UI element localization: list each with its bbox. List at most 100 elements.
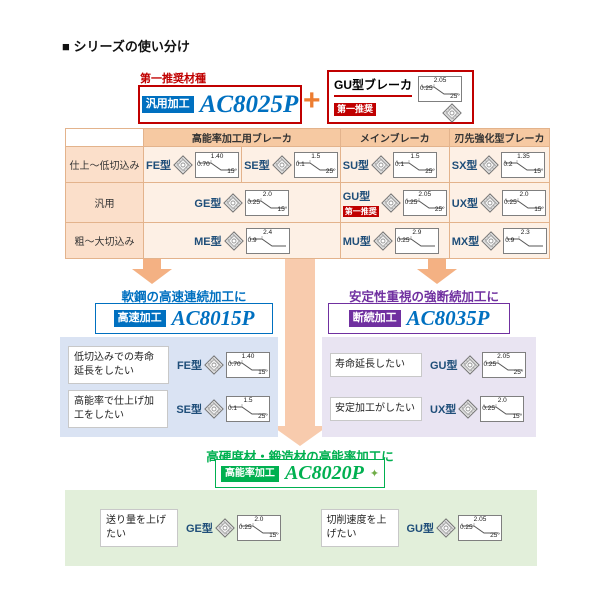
panel-ac8035p: 寿命延長したい GU型 2.05 0.25 25° 安定加工がしたい UX型 2… xyxy=(322,337,536,437)
dims-diagram: 2.05 0.25 25° xyxy=(418,76,463,102)
breaker-box-gu: GU型ブレーカ 第一推奨 2.05 0.25 25° xyxy=(327,70,474,124)
page-title: ■ シリーズの使い分け xyxy=(62,39,190,54)
grade-name-ac8015p: AC8015P xyxy=(171,306,255,330)
grade-name-ac8025p: AC8025P xyxy=(199,90,299,118)
dims-diagram: 1.5 0.1 25° xyxy=(393,151,438,178)
insert-icon xyxy=(373,230,393,251)
grade-badge-interrupted: 断続加工 xyxy=(348,309,401,328)
panel-ac8020p: 送り量を上げたい GE型 2.0 0.25 15° 切削速度を上げたい GU型 … xyxy=(65,490,537,566)
insert-icon xyxy=(481,230,502,251)
breaker-type-label: GU型 xyxy=(406,523,435,535)
need-text: 安定加工がしたい xyxy=(330,397,422,421)
breaker-type-gu: GU型 2.05 0.25 25° xyxy=(430,352,526,378)
grade-box-ac8035p: 断続加工 AC8035P xyxy=(328,303,510,334)
insert-icon xyxy=(436,518,456,538)
need-text: 低切込みでの寿命延長をしたい xyxy=(68,346,169,384)
row-header-roughing: 粗〜大切込み xyxy=(65,222,144,259)
breaker-type-fe: FE型 1.40 0.70 15° xyxy=(177,352,270,378)
insert-icon xyxy=(204,399,224,419)
breaker-type-mx: MX型 2.3 0.9 xyxy=(452,227,548,254)
cell-sx: SX型 1.35 0.2 15° xyxy=(448,146,551,183)
grade-badge-highspeed: 高速加工 xyxy=(113,309,166,328)
cell-mx: MX型 2.3 0.9 xyxy=(448,222,551,259)
section-heading-ac8035p: 安定性重視の強断続加工に xyxy=(348,290,499,304)
dims-diagram: 1.35 0.2 15° xyxy=(501,151,546,178)
panel-row: 切削速度を上げたい GU型 2.05 0.25 25° xyxy=(320,509,502,547)
breaker-type-label: GE型 xyxy=(194,197,222,210)
col-header-edge: 刃先強化型ブレーカ xyxy=(448,128,551,147)
dims-diagram: 2.3 0.9 xyxy=(503,227,548,254)
breaker-type-label: ME型 xyxy=(194,235,222,248)
cell-se: SE型 1.5 0.1 25° xyxy=(241,146,341,183)
insert-icon xyxy=(480,192,500,213)
flow-arrow-right xyxy=(417,256,457,284)
dims-diagram: 2.0 0.25 15° xyxy=(480,396,525,422)
need-text: 送り量を上げたい xyxy=(100,509,178,547)
breaker-type-me: ME型 2.4 0.9 xyxy=(194,227,290,254)
need-text: 寿命延長したい xyxy=(330,353,422,377)
flow-arrow-left xyxy=(132,256,172,284)
dims-diagram: 1.5 0.1 25° xyxy=(293,151,338,178)
dims-diagram: 2.4 0.9 xyxy=(245,227,290,254)
panel-row: 高能率で仕上げ加工をしたい SE型 1.5 0.1 25° xyxy=(68,390,270,428)
breaker-type-label: SU型 xyxy=(342,159,370,172)
breaker-type-label: SX型 xyxy=(451,159,478,172)
gu-label-column: GU型 第一推奨 xyxy=(342,188,379,218)
cell-gu: GU型 第一推奨 2.05 0.25 25° xyxy=(339,182,450,223)
gu-box-right: 2.05 0.25 25° xyxy=(418,76,463,123)
cell-mu: MU型 2.9 0.25 xyxy=(339,222,450,259)
breaker-type-label: MU型 xyxy=(342,235,371,248)
breaker-type-mu: MU型 2.9 0.25 xyxy=(342,227,439,254)
breaker-type-gu: GU型 2.05 0.25 25° xyxy=(406,515,502,541)
dims-diagram: 2.05 0.25 25° xyxy=(481,352,526,378)
breaker-type-se: SE型 1.5 0.1 25° xyxy=(244,151,338,178)
grade-badge-general: 汎用加工 xyxy=(141,95,194,114)
breaker-type-ge: GE型 2.0 0.25 15° xyxy=(186,515,281,541)
cell-su: SU型 1.5 0.1 25° xyxy=(339,146,450,183)
breaker-type-label: SE型 xyxy=(176,404,202,416)
cell-me: ME型 2.4 0.9 xyxy=(143,222,341,259)
breaker-type-label: UX型 xyxy=(430,404,457,416)
insert-icon xyxy=(223,192,244,213)
insert-icon xyxy=(271,154,292,175)
breaker-type-label: GE型 xyxy=(186,523,213,535)
grade-badge-efficiency: 高能率加工 xyxy=(220,465,279,482)
dims-diagram: 2.05 0.25 25° xyxy=(402,189,447,216)
insert-icon xyxy=(173,154,193,175)
gu-box-left: GU型ブレーカ 第一推奨 xyxy=(334,76,413,116)
breaker-usage-table: 高能率加工用ブレーカ メインブレーカ 刃先強化型ブレーカ 仕上〜低切込み FE型… xyxy=(65,128,551,259)
grade-box-ac8025p: 汎用加工 AC8025P xyxy=(138,85,302,124)
need-text: 切削速度を上げたい xyxy=(320,509,399,547)
breaker-type-label: UX型 xyxy=(451,197,479,210)
row-header-finishing: 仕上〜低切込み xyxy=(65,146,144,183)
insert-icon xyxy=(442,103,462,123)
col-header-efficiency: 高能率加工用ブレーカ xyxy=(143,128,341,147)
dims-diagram: 1.5 0.1 25° xyxy=(226,396,270,422)
first-recommend-label: 第一推奨材種 xyxy=(140,73,206,85)
dims-diagram: 2.0 0.25 15° xyxy=(502,189,547,216)
dims-diagram: 1.40 0.70 15° xyxy=(226,352,270,378)
cell-ge: GE型 2.0 0.25 15° xyxy=(143,182,341,223)
dims-diagram: 2.0 0.25 15° xyxy=(245,189,290,216)
flow-stem-center xyxy=(285,255,315,426)
plus-sign: + xyxy=(303,84,321,117)
breaker-type-su: SU型 1.5 0.1 25° xyxy=(342,151,438,178)
first-recommend-badge: 第一推奨 xyxy=(342,205,379,218)
gu-breaker-title: GU型ブレーカ xyxy=(334,76,413,97)
breaker-type-label: FE型 xyxy=(146,159,172,172)
need-text: 高能率で仕上げ加工をしたい xyxy=(68,390,169,428)
dims-diagram: 1.40 0.70 15° xyxy=(195,151,240,178)
insert-icon xyxy=(204,355,224,375)
panel-ac8015p: 低切込みでの寿命延長をしたい FE型 1.40 0.70 15° 高能率で仕上げ… xyxy=(60,337,278,437)
dims-diagram: 2.9 0.25 xyxy=(394,227,439,254)
breaker-type-ge: GE型 2.0 0.25 15° xyxy=(194,189,290,216)
row-header-general: 汎用 xyxy=(65,182,144,223)
cell-ux: UX型 2.0 0.25 15° xyxy=(448,182,551,223)
panel-row: 安定加工がしたい UX型 2.0 0.25 15° xyxy=(330,396,528,422)
grade-box-ac8015p: 高速加工 AC8015P xyxy=(95,303,273,334)
breaker-type-se: SE型 1.5 0.1 25° xyxy=(176,396,270,422)
panel-row: 送り量を上げたい GE型 2.0 0.25 15° xyxy=(100,509,281,547)
first-recommend-badge: 第一推奨 xyxy=(334,103,377,116)
insert-icon xyxy=(479,154,500,175)
